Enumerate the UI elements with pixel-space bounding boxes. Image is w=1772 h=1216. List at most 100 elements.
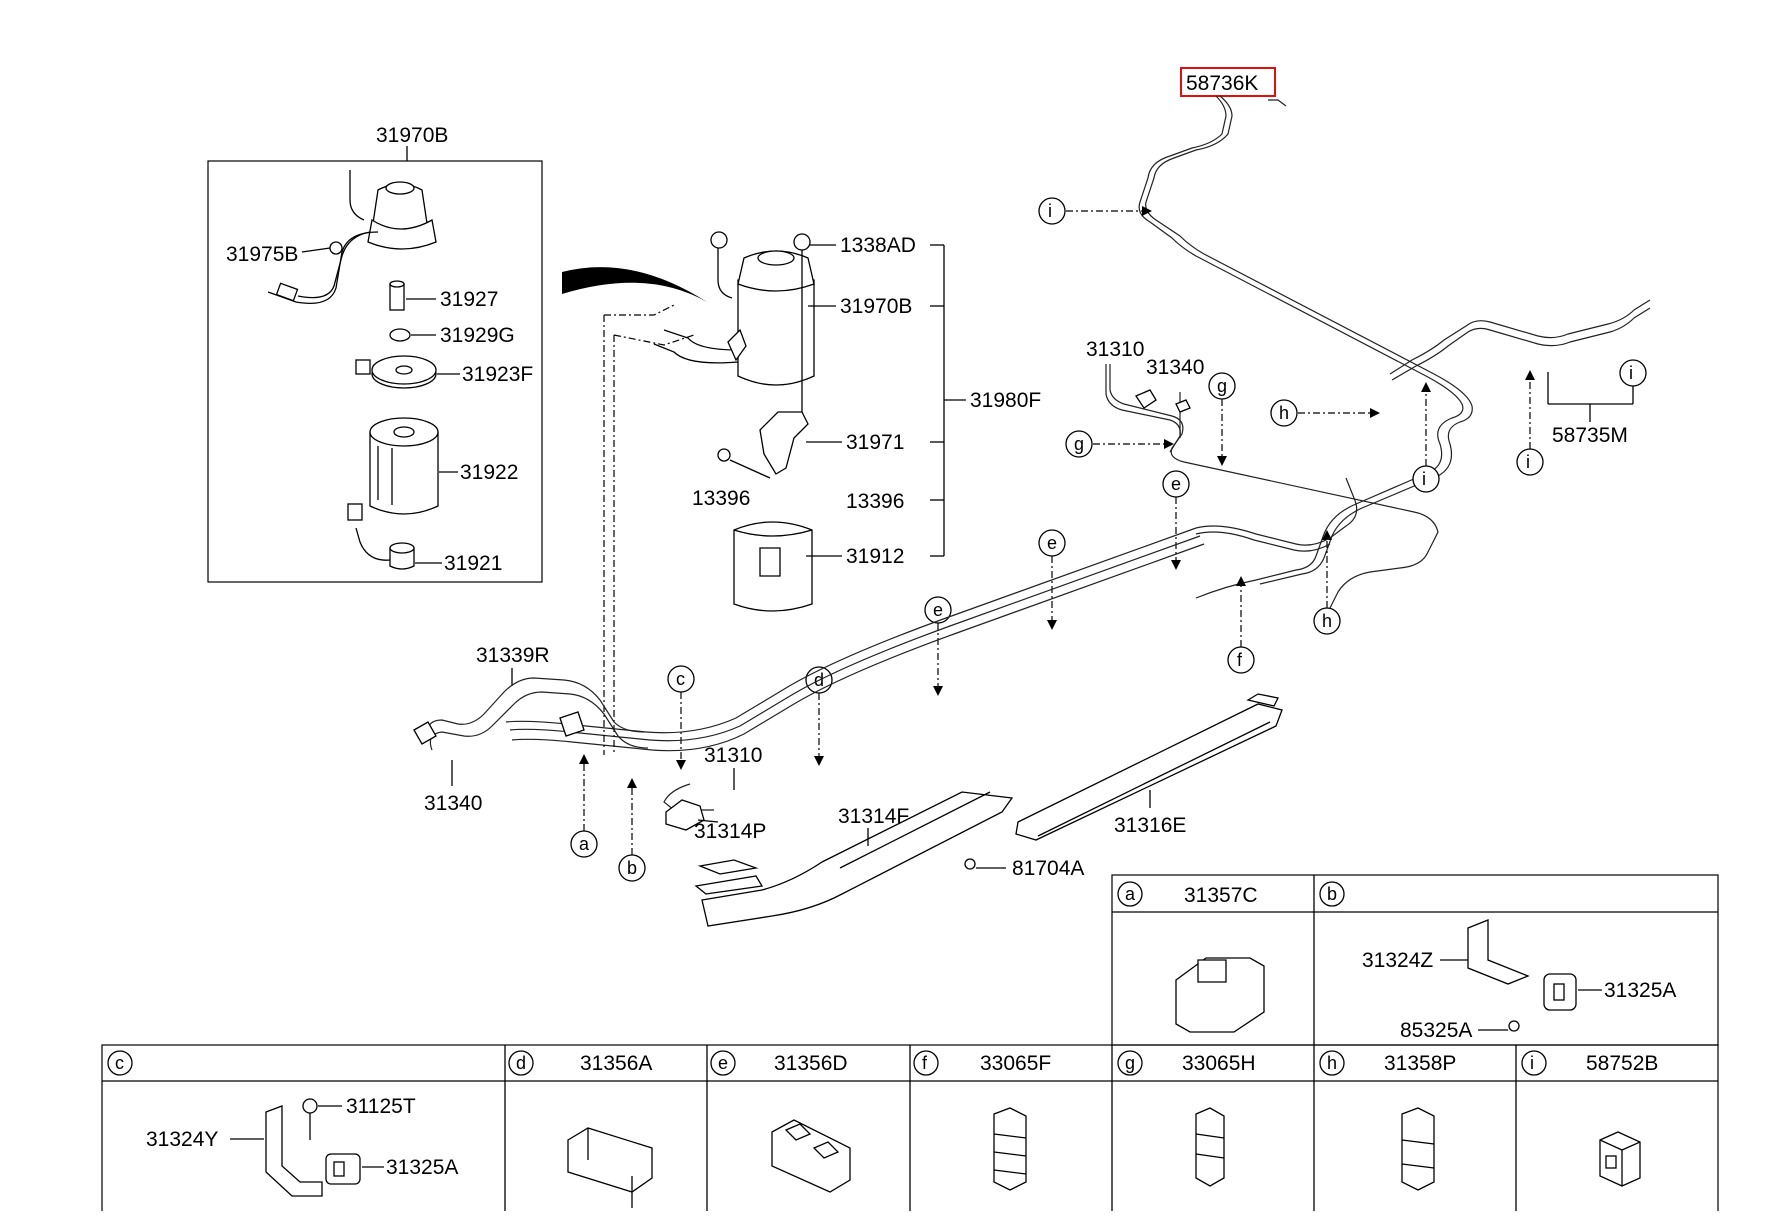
protector-31314F-icon — [694, 791, 1014, 927]
group-bracket-31980F — [930, 244, 966, 557]
svg-text:i: i — [1422, 469, 1426, 489]
nut-1338AD-icon — [793, 233, 811, 251]
legend-b-part-3: 85325A — [1400, 1019, 1472, 1042]
legend-c-letter: c — [115, 1053, 124, 1073]
callout-g-1: g — [1208, 372, 1236, 466]
clip-33065H-icon — [1195, 1107, 1225, 1187]
label-31310-b: 31310 — [704, 744, 762, 767]
label-31340-b: 31340 — [424, 792, 482, 815]
legend-c-part-3: 31325A — [386, 1156, 458, 1179]
highlight-box-58736K — [1180, 67, 1276, 97]
label-31339R: 31339R — [476, 644, 550, 667]
bolt-31975B-icon — [329, 241, 343, 255]
callout-arrow-icon — [562, 267, 707, 302]
label-1338AD: 1338AD — [840, 234, 916, 257]
legend-d-part: 31356A — [580, 1052, 652, 1075]
clamp-31325A-c-icon — [325, 1153, 361, 1185]
water-sensor-31921-icon — [347, 503, 415, 570]
legend-bottom: c 31125T 31324Y 31325A d 31356A — [101, 1044, 1719, 1216]
filter-cartridge-31922-icon — [369, 417, 439, 515]
legend-e-part: 31356D — [774, 1052, 848, 1075]
label-31316E: 31316E — [1114, 814, 1186, 837]
legend-a-letter: a — [1125, 884, 1136, 904]
leader-31314P — [697, 819, 719, 823]
label-31922: 31922 — [460, 461, 518, 484]
legend-i-letter: i — [1530, 1053, 1534, 1073]
legend-a-part: 31357C — [1184, 884, 1258, 907]
label-81704A: 81704A — [1012, 857, 1084, 880]
legend-cell-b: b 31324Z 31325A 85325A — [1319, 881, 1676, 1042]
svg-text:a: a — [579, 834, 590, 854]
clip-58752B-icon — [1599, 1131, 1641, 1187]
legend-cell-f: f 33065F — [913, 1050, 1051, 1191]
fuel-lines-mid — [1105, 364, 1439, 609]
label-31923F: 31923F — [462, 363, 533, 386]
svg-text:c: c — [676, 669, 685, 689]
holder-31912-icon — [733, 521, 813, 612]
svg-text:e: e — [933, 600, 943, 620]
clamp-31325A-icon — [1543, 973, 1577, 1011]
legend-b-letter: b — [1327, 884, 1337, 904]
guide-line-3 — [604, 304, 675, 316]
callout-e-3: e — [924, 596, 952, 696]
legend-c-part-2: 31324Y — [146, 1128, 218, 1151]
legend-b-part-1: 31324Z — [1362, 949, 1433, 972]
callout-h-2: h — [1313, 530, 1341, 635]
gasket-31923F-icon — [355, 355, 437, 389]
guide-line-4 — [613, 334, 695, 346]
callout-e-2: e — [1038, 529, 1066, 630]
label-31310-a: 31310 — [1086, 338, 1144, 361]
bracket-31971-icon — [759, 411, 809, 475]
fuel-lines-main — [505, 477, 1358, 811]
svg-text:i: i — [1629, 363, 1633, 383]
bracket-31324Z-icon — [1467, 919, 1530, 985]
label-31929G: 31929G — [440, 324, 515, 347]
o-ring-31929G-icon — [389, 328, 411, 342]
legend-d-letter: d — [516, 1053, 526, 1073]
svg-text:e: e — [1047, 533, 1057, 553]
label-31970B: 31970B — [840, 295, 912, 318]
label-31970B-top: 31970B — [376, 124, 448, 147]
label-13396-a: 13396 — [692, 487, 750, 510]
clip-31356D-icon — [771, 1119, 851, 1193]
label-58736K: 58736K — [1186, 72, 1258, 95]
svg-text:b: b — [627, 858, 637, 878]
fuel-lines-rear — [1138, 95, 1651, 599]
label-31314P: 31314P — [694, 820, 766, 843]
svg-text:e: e — [1171, 474, 1181, 494]
legend-e-letter: e — [718, 1053, 728, 1073]
label-31912: 31912 — [846, 545, 904, 568]
callout-d-1: d — [805, 666, 833, 766]
filter-inset-frame — [207, 160, 543, 583]
callout-i-4: i — [1619, 359, 1647, 387]
legend-b-part-2: 31325A — [1604, 979, 1676, 1002]
bolt-13396-shaft — [729, 459, 771, 479]
clip-31356A-icon — [567, 1127, 653, 1208]
svg-text:i: i — [1526, 452, 1530, 472]
protector-31316E-icon — [1015, 693, 1283, 841]
legend-cell-e: e 31356D — [710, 1050, 851, 1193]
legend-h-letter: h — [1327, 1053, 1337, 1073]
callout-i-3: i — [1516, 370, 1544, 476]
bolt-31125T-icon — [302, 1098, 318, 1114]
callout-g-2: g — [1065, 430, 1174, 458]
label-31971: 31971 — [846, 431, 904, 454]
svg-text:f: f — [1237, 650, 1243, 670]
callout-a-1: a — [570, 754, 598, 858]
callout-i-2: i — [1412, 382, 1440, 493]
clip-33065F-icon — [993, 1107, 1027, 1191]
sensor-31927-icon — [389, 280, 405, 311]
callout-b-1: b — [618, 778, 646, 882]
svg-text:i: i — [1048, 201, 1052, 221]
label-31980F: 31980F — [970, 389, 1041, 412]
legend-cell-i: i 58752B — [1521, 1050, 1658, 1187]
legend-f-part: 33065F — [980, 1052, 1051, 1075]
legend-top: a 31357C b 31324Z 31325A 85325A — [1111, 874, 1719, 1046]
clip-31358P-icon — [1401, 1107, 1435, 1191]
svg-text:g: g — [1217, 376, 1227, 396]
filter-head-icon — [267, 170, 437, 305]
legend-i-part: 58752B — [1586, 1052, 1658, 1075]
callout-c-1: c — [667, 665, 695, 770]
